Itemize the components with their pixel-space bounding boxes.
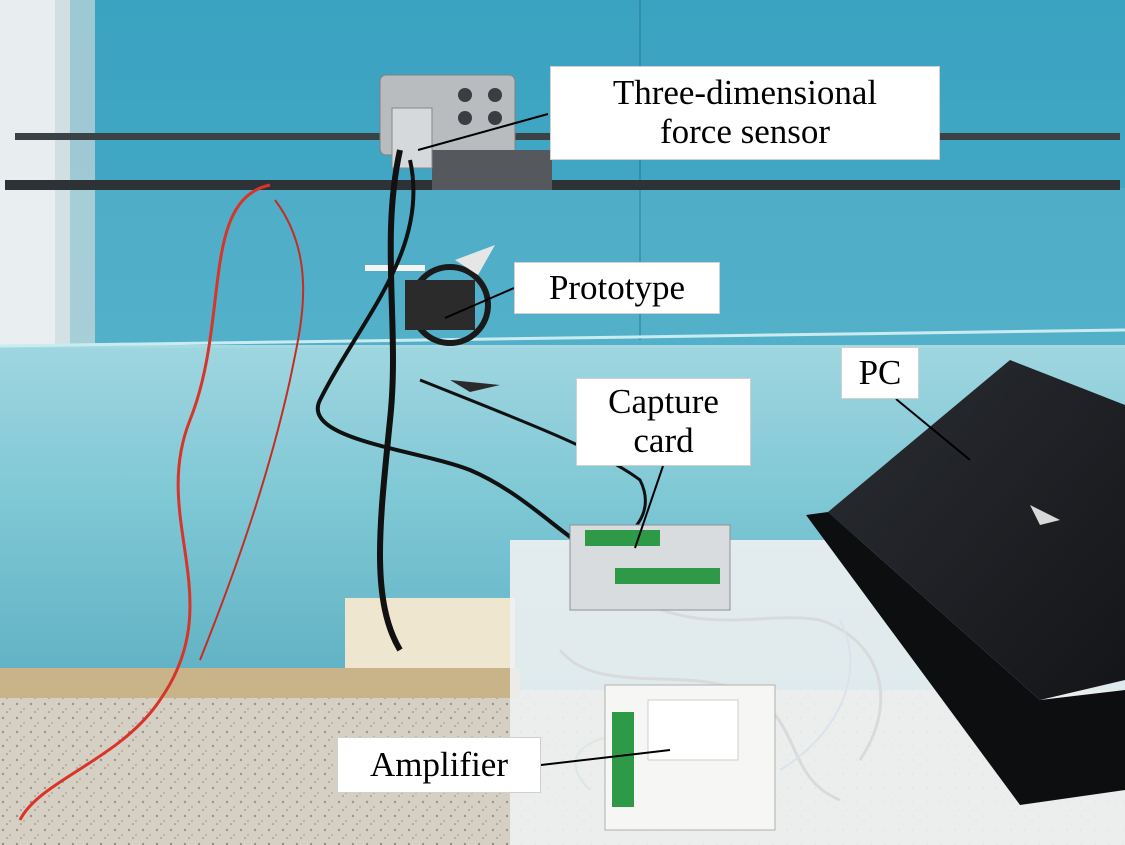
label-line: Capture [608,382,719,421]
label-line: Amplifier [369,745,509,784]
capture-card-terminal [585,530,660,546]
label-line: card [633,421,694,461]
foam-block [345,598,515,668]
laptop-logo [1030,505,1060,525]
leader-line-prototype [444,287,515,319]
sensor-carriage [432,150,552,190]
sensor-knob [458,111,472,125]
label-line: Prototype [548,268,686,307]
leader-line-sensor [417,113,549,151]
water-surface [0,328,1125,348]
label-amplifier: Amplifier [337,737,541,793]
leader-line-capture [634,465,664,549]
wooden-base [0,668,520,698]
label-three-dimensional-force-sensor: Three-dimensional force sensor [550,66,940,160]
amplifier-terminal [612,712,634,807]
black-cable-bundle [377,149,403,652]
sensor-knob [458,88,472,102]
lower-rail [5,180,1120,190]
label-capture-card: Capture card [576,378,751,466]
red-cable [18,183,271,821]
laptop-lid [828,360,1125,700]
label-line: force sensor [659,112,831,152]
leader-line-amplifier [540,749,671,766]
sensor-knob [488,88,502,102]
label-line: Three-dimensional [612,73,878,112]
black-cable-bundle [315,159,621,562]
prototype-fin [455,245,495,275]
capture-card-terminal [615,568,720,584]
label-prototype: Prototype [514,262,720,314]
sensor-knob [488,111,502,125]
leader-line-pc [895,398,971,461]
laptop-base [806,512,1125,805]
red-cable [199,199,305,661]
prototype-body [405,280,475,330]
prototype-tail [450,380,500,392]
label-pc: PC [841,347,919,399]
label-line: PC [858,353,902,392]
